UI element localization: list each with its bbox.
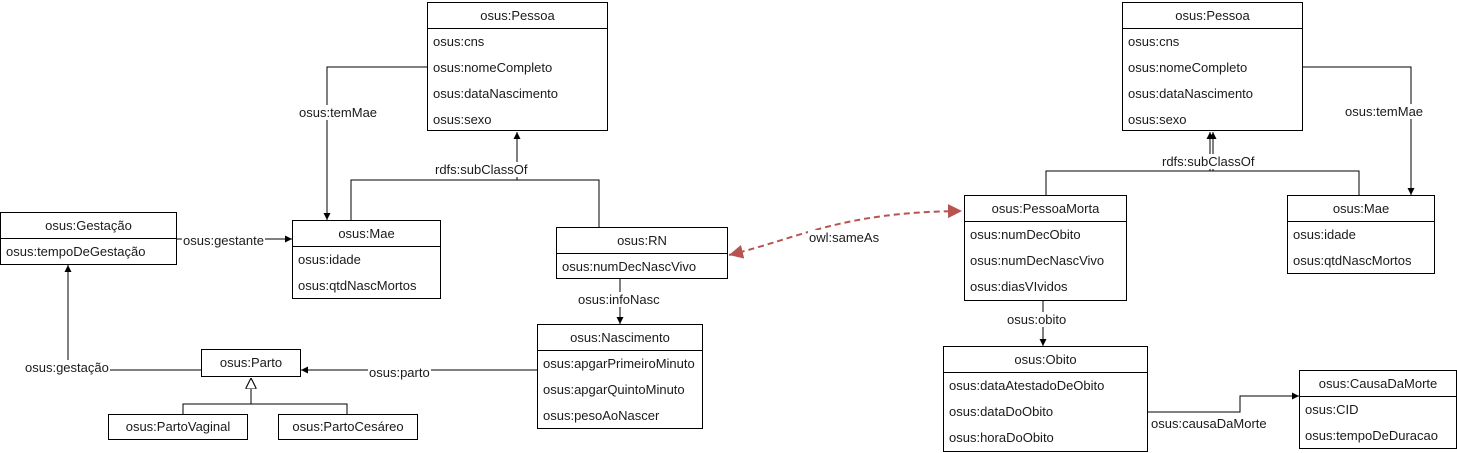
attribute: osus:dataAtestadoDeObito [949,378,1105,393]
edge-generalization-parto [182,378,348,414]
class-causa-da-morte[interactable]: osus:CausaDaMorte osus:CID osus:tempoDeD… [1299,370,1457,449]
attribute: osus:apgarPrimeiroMinuto [543,356,695,371]
attribute: osus:qtdNascMortos [1293,253,1412,268]
class-title: osus:Nascimento [538,325,702,351]
class-pessoa-right[interactable]: osus:Pessoa osus:cns osus:nomeCompleto o… [1122,2,1303,131]
edge-subclass-right-mae [1206,132,1360,195]
class-title: osus:RN [557,228,727,254]
attribute: osus:sexo [1128,112,1187,127]
class-pessoa-left[interactable]: osus:Pessoa osus:cns osus:nomeCompleto o… [427,2,608,131]
label-same-as: owl:sameAs [808,230,881,245]
attribute: osus:CID [1305,402,1359,417]
label-tem-mae-left: osus:temMae [298,105,379,120]
attribute: osus:tempoDeGestação [6,244,146,259]
edge-subclass-right-morta [1045,132,1217,195]
label-gestacao: osus:gestação [24,360,110,375]
attribute: osus:dataNascimento [1128,86,1254,101]
class-title: osus:CausaDaMorte [1300,371,1456,397]
attribute: osus:numDecObito [970,227,1081,242]
attribute: osus:diasVIvidos [970,279,1068,294]
label-obito: osus:obito [1006,312,1068,327]
label-gestante: osus:gestante [182,233,265,248]
class-title: osus:Mae [293,221,440,247]
attribute: osus:numDecNascVivo [562,259,697,274]
edge-tem-mae-right [1303,66,1415,195]
attribute: osus:nomeCompleto [1128,60,1248,75]
edge-gestacao [64,265,201,371]
attribute: osus:cns [433,34,485,49]
class-mae-right[interactable]: osus:Mae osus:idade osus:qtdNascMortos [1287,195,1435,274]
class-rn[interactable]: osus:RN osus:numDecNascVivo [556,227,728,279]
attribute: osus:tempoDeDuracao [1305,428,1438,443]
class-nascimento[interactable]: osus:Nascimento osus:apgarPrimeiroMinuto… [537,324,703,429]
attribute: osus:numDecNascVivo [970,253,1105,268]
label-subclass-left: rdfs:subClassOf [434,162,529,177]
class-title: osus:Mae [1288,196,1434,222]
label-tem-mae-right: osus:temMae [1344,104,1425,119]
attribute: osus:apgarQuintoMinuto [543,382,685,397]
class-title: osus:Obito [944,347,1147,373]
attribute: osus:qtdNascMortos [298,278,417,293]
attribute: osus:dataDoObito [949,404,1054,419]
class-title: osus:Gestação [1,213,176,239]
label-info-nasc: osus:infoNasc [577,292,661,307]
attribute: osus:pesoAoNascer [543,408,660,423]
attribute: osus:cns [1128,34,1180,49]
class-title: osus:PartoVaginal [125,419,231,434]
class-title: osus:PessoaMorta [965,196,1126,222]
class-parto-cesareo[interactable]: osus:PartoCesáreo [278,414,418,440]
attribute: osus:idade [1293,227,1356,242]
attribute: osus:horaDoObito [949,430,1054,445]
edge-subclass-left-mae [350,132,521,220]
label-parto: osus:parto [368,365,431,380]
class-title: osus:Pessoa [428,3,607,29]
edge-tem-mae-left [323,66,428,220]
edge-same-as [728,204,963,259]
edge-subclass-left-rn [517,179,600,227]
edge-causa-da-morte [1148,392,1299,413]
label-subclass-right: rdfs:subClassOf [1161,154,1256,169]
attribute: osus:idade [298,252,361,267]
label-causa-da-morte: osus:causaDaMorte [1150,416,1268,431]
class-title: osus:Parto [219,355,283,370]
class-obito[interactable]: osus:Obito osus:dataAtestadoDeObito osus… [943,346,1148,452]
attribute: osus:nomeCompleto [433,60,553,75]
class-pessoa-morta[interactable]: osus:PessoaMorta osus:numDecObito osus:n… [964,195,1127,301]
attribute: osus:dataNascimento [433,86,559,101]
class-mae-left[interactable]: osus:Mae osus:idade osus:qtdNascMortos [292,220,441,299]
class-parto-vaginal[interactable]: osus:PartoVaginal [108,414,248,440]
class-title: osus:PartoCesáreo [292,419,404,434]
attribute: osus:sexo [433,112,492,127]
class-parto[interactable]: osus:Parto [201,349,301,377]
class-gestacao[interactable]: osus:Gestação osus:tempoDeGestação [0,212,177,265]
class-title: osus:Pessoa [1123,3,1302,29]
